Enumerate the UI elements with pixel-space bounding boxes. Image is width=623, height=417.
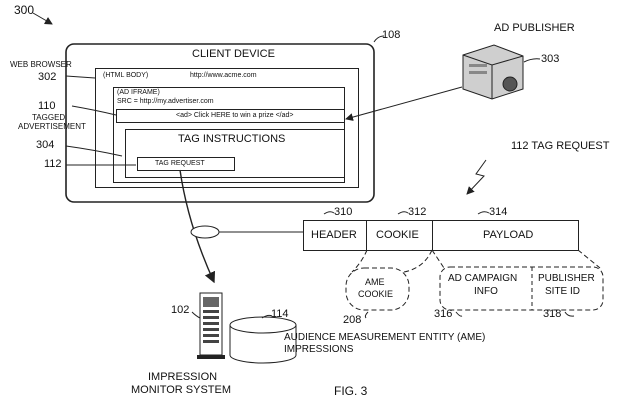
ref-110: 110 — [38, 100, 56, 112]
ad-link-label: <ad> Click HERE to win a prize </ad> — [176, 112, 294, 119]
ame-impressions-label-1: AUDIENCE MEASUREMENT ENTITY (AME) — [284, 332, 486, 343]
leader-316 — [455, 311, 463, 317]
payload-detail-blob — [439, 266, 604, 311]
leader-300 — [32, 12, 53, 25]
ad-src-label: SRC = http://my.advertiser.com — [117, 98, 214, 105]
ref-300: 300 — [14, 3, 35, 17]
client-device-frame — [65, 43, 375, 203]
impression-monitor-label-1: IMPRESSION — [148, 371, 218, 383]
ref-316: 316 — [434, 308, 453, 320]
packet-payload-label: PAYLOAD — [483, 229, 534, 241]
ref-112: 112 — [44, 158, 62, 170]
ref-114: 114 — [271, 308, 289, 320]
leader-318 — [564, 311, 575, 317]
html-body-label: (HTML BODY) — [103, 72, 149, 79]
ad-publisher-server-icon — [462, 44, 524, 100]
tag-request-box — [137, 157, 235, 171]
leader-310 — [323, 211, 335, 215]
publisher-arrow — [345, 86, 463, 121]
leader-304 — [65, 145, 123, 157]
publisher-site-label-2: SITE ID — [545, 286, 581, 297]
figure-label: FIG. 3 — [334, 384, 368, 398]
leader-303 — [523, 58, 541, 63]
cookie-callout — [351, 249, 433, 273]
ad-campaign-label-1: AD CAMPAIGN — [448, 273, 518, 284]
tag-instructions-box — [125, 129, 345, 178]
tag-instructions-label: TAG INSTRUCTIONS — [178, 133, 286, 145]
ame-cookie-blob — [345, 267, 410, 311]
leader-102 — [191, 311, 201, 319]
ref-304: 304 — [36, 139, 55, 151]
ad-link-box — [116, 109, 345, 123]
ref-303: 303 — [541, 53, 560, 65]
ref-302: 302 — [38, 71, 57, 83]
ad-campaign-label-2: INFO — [474, 286, 498, 297]
packet-payload-cell — [432, 220, 579, 251]
ref-108: 108 — [382, 29, 401, 41]
leader-208 — [364, 311, 369, 319]
ame-impressions-label-2: IMPRESSIONS — [284, 344, 354, 355]
html-body-box — [95, 68, 359, 188]
leader-114 — [261, 314, 273, 319]
leader-110 — [71, 105, 117, 116]
impressions-database — [229, 316, 297, 364]
leader-312 — [397, 211, 409, 215]
ad-publisher-label: AD PUBLISHER — [494, 22, 575, 34]
tag-request-label: TAG REQUEST — [155, 160, 205, 167]
client-device-title: CLIENT DEVICE — [192, 48, 275, 60]
ref-314: 314 — [489, 206, 508, 218]
ame-cookie-label-1: AME — [365, 277, 385, 287]
tag-request-title: 112 TAG REQUEST — [511, 140, 610, 152]
url-label: http://www.acme.com — [190, 72, 257, 79]
tag-request-arrow — [179, 169, 216, 284]
leader-108 — [373, 35, 385, 43]
ref-310: 310 — [334, 206, 353, 218]
publisher-site-label-1: PUBLISHER — [538, 273, 595, 284]
impression-monitor-label-2: MONITOR SYSTEM — [131, 384, 232, 396]
ref-312: 312 — [408, 206, 427, 218]
leader-302 — [65, 75, 96, 79]
ref-318: 318 — [543, 308, 562, 320]
tagged-ad-label-1: TAGGED — [32, 113, 66, 122]
server-icon — [197, 292, 225, 359]
zigzag-arrow — [466, 159, 487, 195]
request-ellipse — [190, 225, 220, 239]
tagged-ad-label-2: ADVERTISEMENT — [18, 122, 86, 131]
packet-cookie-label: COOKIE — [376, 229, 419, 241]
ame-cookie-label-2: COOKIE — [358, 289, 394, 299]
ref-102: 102 — [171, 304, 190, 316]
payload-callout — [431, 249, 601, 269]
packet-header-label: HEADER — [311, 229, 357, 241]
web-browser-label: WEB BROWSER — [10, 60, 72, 69]
leader-314 — [477, 211, 490, 215]
ref-208: 208 — [343, 314, 362, 326]
ad-iframe-label: (AD IFRAME) — [117, 89, 160, 96]
